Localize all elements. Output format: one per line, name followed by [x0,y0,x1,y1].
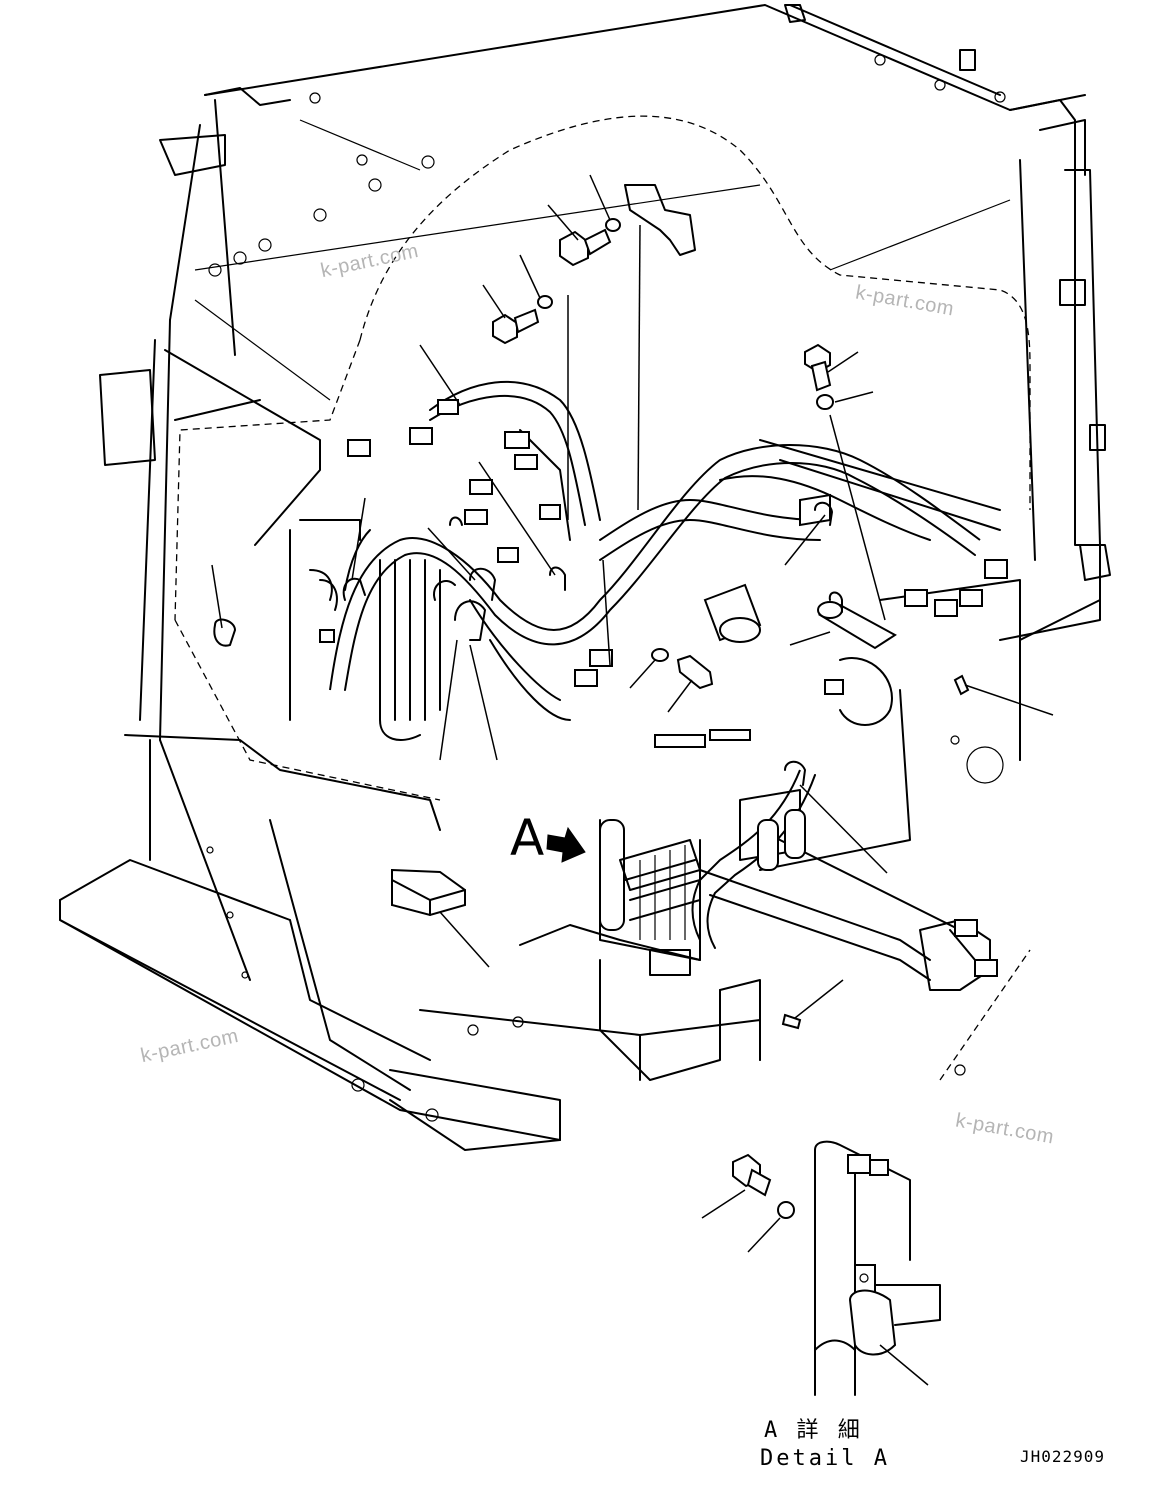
cab-boundary-dashed [174,115,1031,1081]
detail-label-jp: A 詳 細 [764,1418,863,1443]
drawing-number: JH022909 [1020,1447,1106,1466]
foam-pad [391,868,466,917]
mounting-holes [206,54,1006,1122]
pins [781,674,970,1030]
detail-a-view [814,1140,941,1396]
view-arrow-a [546,826,586,863]
left-cable-bundle [289,519,441,741]
clamps [213,501,843,786]
cab-frame [59,4,1101,1151]
detail-label-en: Detail A [760,1446,890,1471]
console-fuse-box [599,789,806,976]
bolts-washers [492,218,834,1219]
connectors [319,399,1008,977]
view-marker-letter: A [510,809,545,867]
brackets [624,4,1111,581]
cylinders [703,493,897,726]
leader-lines [211,174,1054,1386]
